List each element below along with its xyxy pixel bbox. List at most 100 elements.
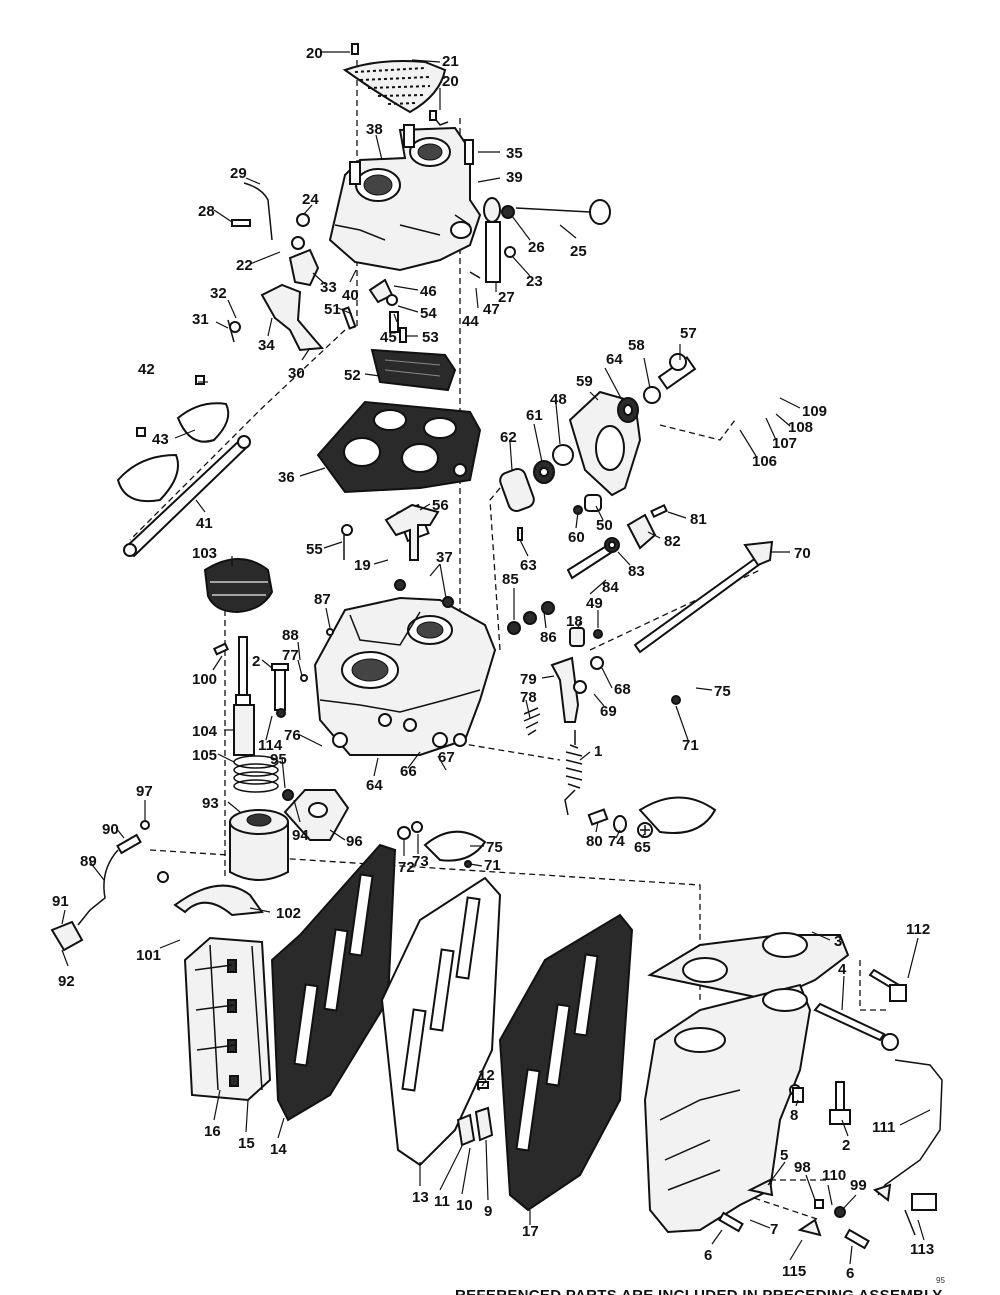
callout-label: 115	[782, 1263, 806, 1280]
callout-label: 99	[850, 1177, 867, 1194]
callout-label: 108	[788, 419, 813, 436]
callout-label: 88	[282, 627, 299, 644]
callout-label: 26	[528, 239, 545, 256]
callout-label: 83	[628, 563, 645, 580]
callout-label: 8	[790, 1107, 798, 1124]
callout-label: 59	[576, 373, 593, 390]
callout-label: 43	[152, 431, 169, 448]
reed-housing-15-16	[183, 936, 272, 1102]
callout-label: 23	[526, 273, 543, 290]
callout-label: 16	[204, 1123, 221, 1140]
callout-label: 3	[834, 933, 842, 950]
callout-label: 111	[872, 1119, 895, 1136]
callout-label: 106	[752, 453, 777, 470]
callout-label: 66	[400, 763, 417, 780]
callout-label: 81	[690, 511, 707, 528]
callout-label: 6	[704, 1247, 712, 1264]
callout-label: 60	[568, 529, 585, 546]
idle-parts	[499, 444, 668, 580]
callout-label: 97	[136, 783, 153, 800]
solenoid-93	[229, 789, 350, 881]
callout-label: 67	[438, 749, 455, 766]
throttle-rod-70	[633, 540, 774, 654]
callout-label: 78	[520, 689, 537, 706]
callout-label: 25	[570, 243, 587, 260]
accelerator-pump-parts	[507, 601, 717, 834]
callout-label: 85	[502, 571, 519, 588]
callout-label: 103	[192, 545, 217, 562]
carburetor-body	[328, 124, 482, 272]
callout-label: 44	[462, 313, 479, 330]
solenoid-wire-and-connector	[50, 820, 264, 952]
callout-label: 28	[198, 203, 215, 220]
callout-labels: 20 21 20 38 35 39 29 24 28 22 33 26 25 2…	[52, 45, 934, 1282]
fuel-inlet-parts	[469, 197, 611, 283]
callout-label: 51	[324, 301, 341, 318]
callout-label: 40	[342, 287, 359, 304]
callout-label: 45	[380, 329, 397, 346]
callout-label: 104	[192, 723, 218, 740]
callout-label: 94	[292, 827, 309, 844]
callout-label: 62	[500, 429, 517, 446]
callout-label: 57	[680, 325, 697, 342]
callout-label: 91	[52, 893, 69, 910]
callout-label: 95	[270, 751, 287, 768]
callout-label: 100	[192, 671, 217, 688]
callout-label: 30	[288, 365, 305, 382]
gasket-14	[270, 843, 397, 1122]
callout-label: 93	[202, 795, 219, 812]
callout-label: 38	[366, 121, 383, 138]
bowl-and-plunger-parts	[300, 503, 454, 682]
throttle-shaft-41	[123, 375, 251, 558]
carburetor-lower-body	[313, 596, 497, 756]
callout-label: 87	[314, 591, 331, 608]
callout-label: 42	[138, 361, 155, 378]
callout-label: 98	[794, 1159, 811, 1176]
callout-label: 41	[196, 515, 213, 532]
page-number: 95	[936, 1276, 945, 1285]
callout-label: 48	[550, 391, 567, 408]
manifold-bolts-and-bracket	[718, 968, 943, 1250]
callout-label: 64	[366, 777, 383, 794]
callout-label: 58	[628, 337, 645, 354]
leader-lines	[61, 51, 931, 1265]
callout-label: 50	[596, 517, 613, 534]
callout-label: 110	[822, 1167, 846, 1184]
callout-label: 65	[634, 839, 651, 856]
callout-label: 107	[772, 435, 797, 452]
callout-label: 54	[420, 305, 437, 322]
callout-label: 47	[483, 301, 500, 318]
callout-label: 11	[434, 1193, 450, 1210]
callout-label: 102	[276, 905, 301, 922]
callout-label: 109	[802, 403, 827, 420]
callout-label: 10	[456, 1197, 473, 1214]
throttle-plates-43	[116, 402, 230, 502]
callout-label: 79	[520, 671, 537, 688]
callout-label: 19	[354, 557, 371, 574]
callout-label: 96	[346, 833, 363, 850]
reed-plate-13	[380, 876, 502, 1167]
gasket-17	[498, 913, 634, 1212]
callout-label: 33	[320, 279, 337, 296]
callout-label: 27	[498, 289, 515, 306]
callout-label: 84	[602, 579, 619, 596]
callout-label: 74	[608, 833, 625, 850]
callout-label: 71	[484, 857, 501, 874]
spring-1-and-screws	[397, 730, 653, 868]
callout-label: 90	[102, 821, 119, 838]
callout-label: 39	[506, 169, 523, 186]
callout-label: 112	[906, 921, 930, 938]
callout-label: 37	[436, 549, 453, 566]
callout-label: 56	[432, 497, 449, 514]
callout-label: 17	[522, 1223, 539, 1240]
float-parts	[341, 278, 457, 392]
callout-label: 20	[306, 45, 323, 62]
plunger-104-and-parts	[212, 636, 289, 756]
callout-label: 89	[80, 853, 97, 870]
callout-label: 15	[238, 1135, 255, 1152]
callout-label: 76	[284, 727, 301, 744]
callout-label: 73	[412, 853, 429, 870]
callout-label: 2	[842, 1137, 850, 1154]
callout-label: 61	[526, 407, 543, 424]
callout-label: 101	[136, 947, 161, 964]
